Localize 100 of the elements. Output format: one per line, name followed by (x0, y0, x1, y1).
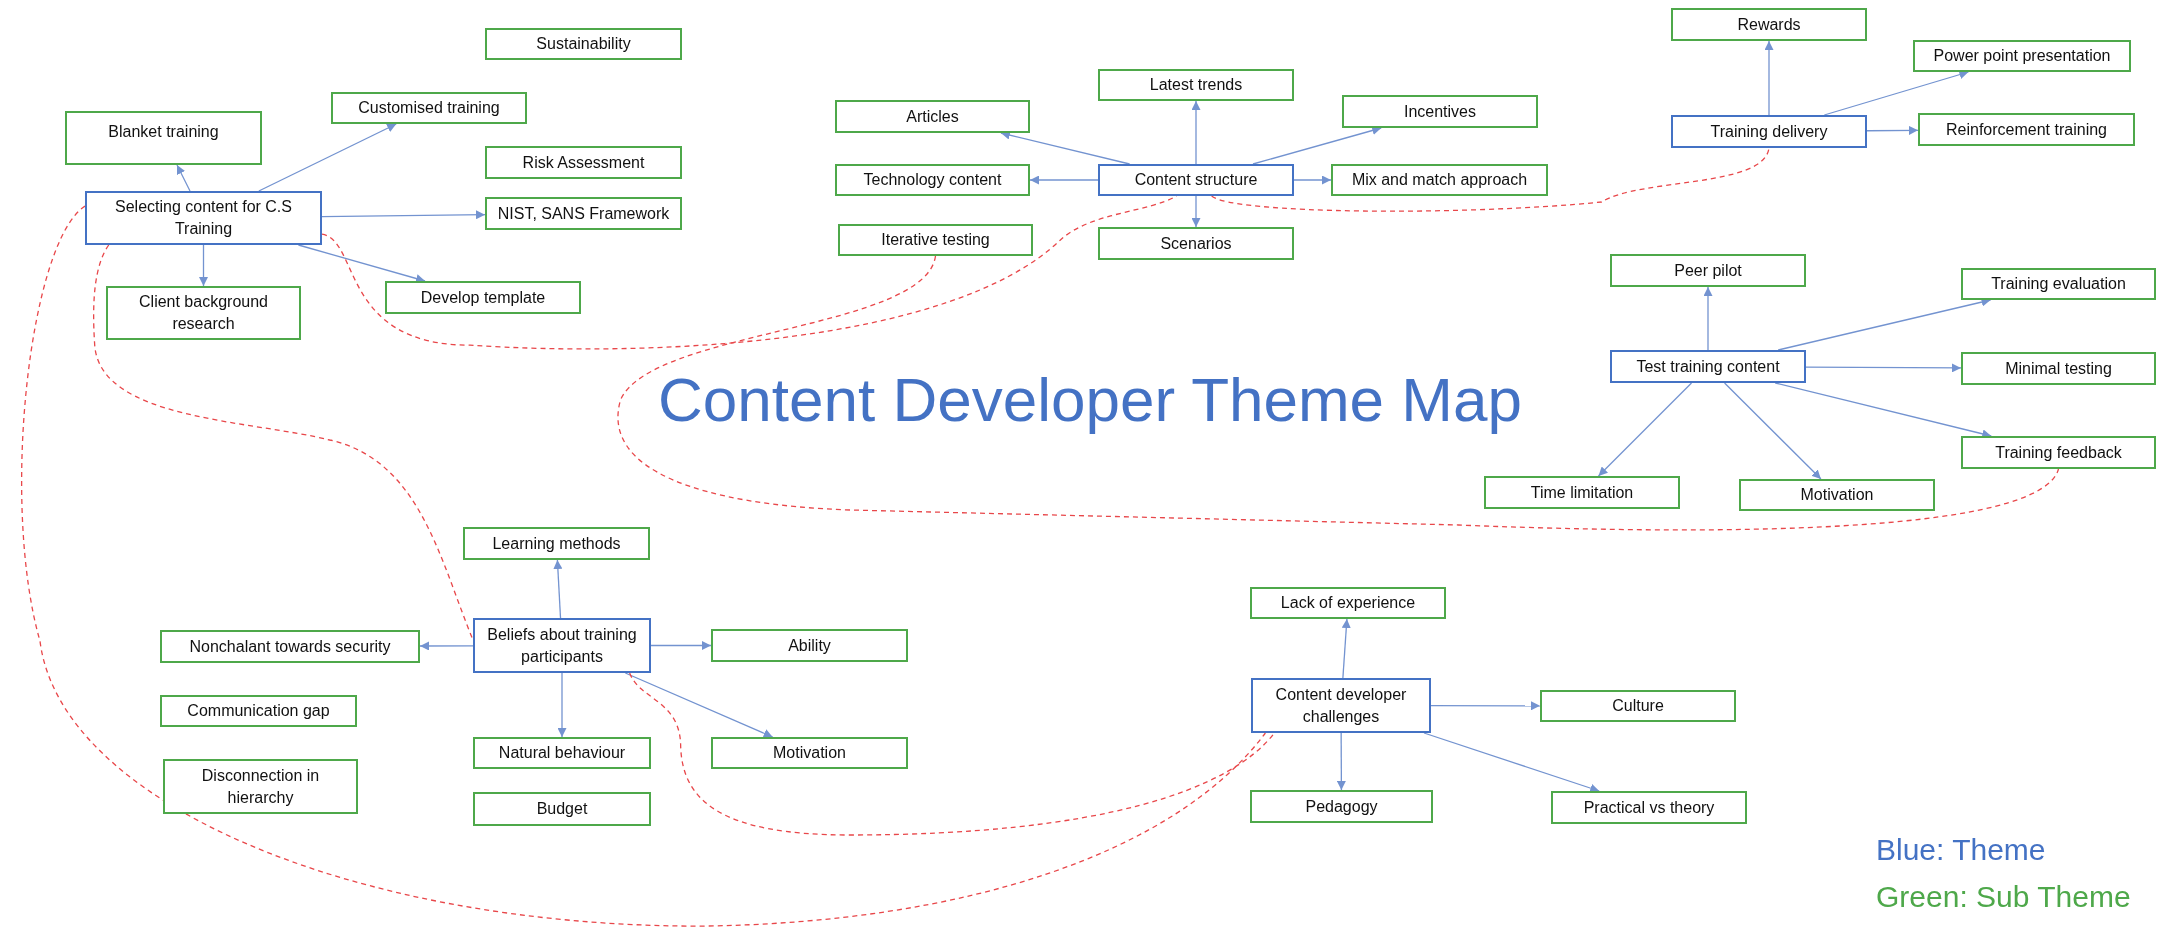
sub-theme-box (1098, 227, 1294, 260)
box-label: Rewards (1737, 14, 1801, 35)
legend-entry: Green: Sub Theme (1876, 879, 2131, 915)
arrow (650, 641, 712, 650)
box-label: Training delivery (1710, 121, 1828, 142)
box-label: Peer pilot (1674, 260, 1742, 281)
box-label: Reinforcement training (1946, 119, 2107, 140)
box-label: Blanket training (108, 122, 219, 142)
diagram-title: Content Developer Theme Map (657, 366, 1523, 435)
box-label: Test training content (1636, 356, 1780, 377)
box-label: Natural behaviour (498, 743, 626, 764)
sub-theme-box (385, 281, 581, 314)
box-label: Time limitation (1530, 482, 1634, 503)
arrow (1597, 382, 1693, 477)
sub-theme-box (1739, 479, 1935, 511)
dashed-link (93, 244, 474, 641)
sub-theme-box (1098, 69, 1294, 101)
box-label: Minimal testing (2005, 358, 2112, 379)
box-label: Content structure (1134, 170, 1258, 191)
dashed-link (21, 205, 1267, 927)
box-label: Selecting content for C.S Training (114, 197, 293, 239)
box-label: Practical vs theory (1583, 797, 1715, 818)
box-label: Motivation (1800, 485, 1874, 506)
sub-theme-box (1484, 476, 1680, 509)
sub-theme-box (838, 224, 1033, 256)
dashed-link (1211, 147, 1770, 212)
box-label: Mix and match approach (1351, 170, 1528, 191)
box-label: Training evaluation (1991, 274, 2126, 295)
dashed-link (617, 255, 2060, 531)
sub-theme-box (835, 100, 1030, 133)
sub-theme-box (1250, 790, 1433, 823)
arrow (1293, 175, 1332, 185)
arrow (1252, 126, 1382, 165)
arrow (1866, 125, 1919, 135)
box-label: Risk Assessment (522, 152, 645, 173)
sub-theme-box (485, 28, 682, 60)
sub-theme-box (65, 111, 262, 165)
sub-theme-box (1961, 268, 2156, 300)
box-label: Incentives (1403, 101, 1476, 122)
sub-theme-box (835, 164, 1030, 196)
sub-theme-box (1551, 791, 1747, 824)
box-label: Power point presentation (1933, 46, 2111, 67)
sub-theme-box (1250, 587, 1446, 619)
box-label: Iterative testing (881, 230, 990, 251)
dashed-link (629, 672, 1276, 836)
sub-theme-box (1610, 254, 1806, 287)
arrow (1029, 175, 1099, 185)
theme-box (1610, 350, 1806, 383)
sub-theme-box (1918, 113, 2135, 146)
box-label: Articles (906, 106, 959, 127)
box-label: Ability (788, 635, 831, 656)
box-label: Beliefs about training participants (486, 624, 638, 667)
box-label: Budget (536, 799, 588, 820)
legend-entry: Blue: Theme (1876, 832, 2047, 868)
box-label: Sustainability (536, 34, 631, 55)
box-label: Learning methods (492, 533, 621, 554)
sub-theme-box (163, 759, 358, 814)
sub-theme-box (1540, 690, 1736, 722)
sub-theme-box (160, 695, 357, 727)
box-label: Client background research (138, 292, 269, 334)
theme-box (85, 191, 322, 245)
box-label: Scenarios (1160, 233, 1232, 254)
sub-theme-box (711, 629, 908, 662)
box-label: Communication gap (187, 701, 330, 722)
arrow (1723, 382, 1822, 480)
arrow (419, 641, 474, 651)
arrow (1805, 363, 1962, 373)
sub-theme-box (1342, 95, 1538, 128)
arrow (557, 672, 567, 738)
sub-theme-box (485, 197, 682, 230)
sub-theme-box (1961, 352, 2156, 385)
box-label: Motivation (773, 743, 846, 764)
sub-theme-box (485, 146, 682, 179)
box-label: Latest trends (1149, 75, 1243, 96)
sub-theme-box (1331, 164, 1548, 196)
box-label: NIST, SANS Framework (497, 203, 670, 224)
arrow (1423, 732, 1600, 793)
box-label: Nonchalant towards security (189, 636, 391, 657)
box-label: Disconnection in hierarchy (200, 765, 321, 808)
box-label: Customised training (358, 98, 500, 119)
theme-box (1251, 678, 1431, 733)
sub-theme-box (1961, 436, 2156, 469)
arrow (1703, 286, 1713, 351)
theme-box (1671, 115, 1867, 148)
box-label: Develop template (420, 287, 546, 308)
box-label: Technology content (863, 170, 1002, 191)
sub-theme-box (106, 286, 301, 340)
theme-box (1098, 164, 1294, 196)
box-label: Lack of experience (1280, 593, 1416, 614)
arrow (1774, 382, 1992, 439)
sub-theme-box (160, 630, 420, 663)
arrow (553, 559, 563, 619)
sub-theme-box (331, 92, 527, 124)
sub-theme-box (463, 527, 650, 560)
arrow (1336, 732, 1346, 791)
arrow (1191, 195, 1201, 228)
box-label: Culture (1612, 696, 1664, 717)
arrow (176, 164, 191, 192)
arrow (297, 244, 426, 283)
sub-theme-box (711, 737, 908, 769)
